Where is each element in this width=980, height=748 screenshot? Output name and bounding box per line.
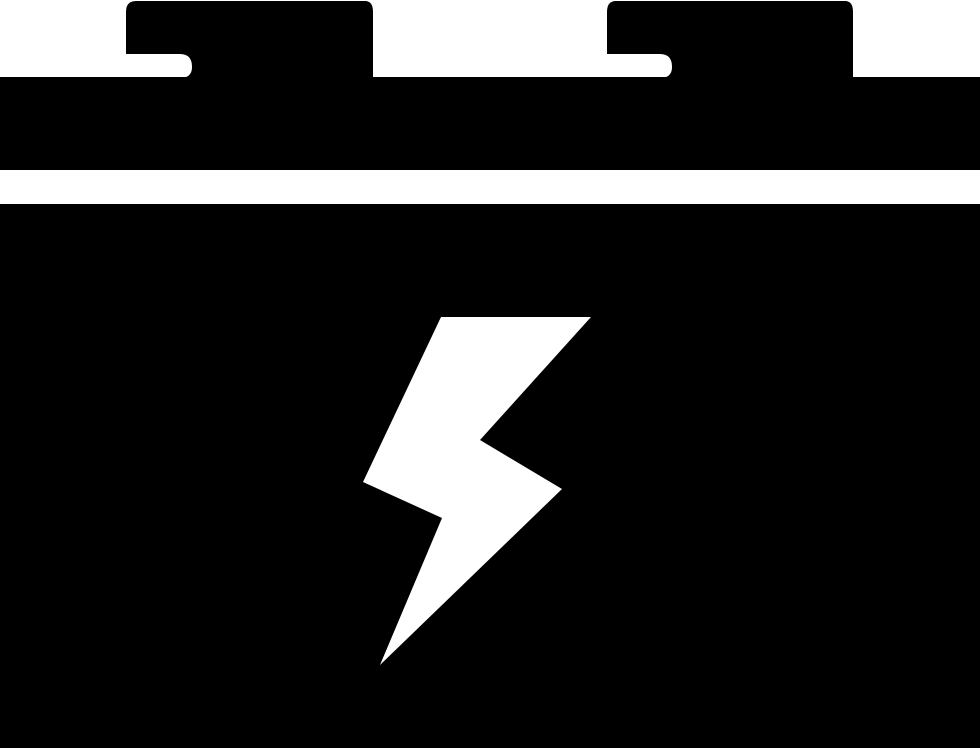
right-terminal [607,1,853,78]
battery-lid [0,77,980,170]
left-terminal [126,1,373,78]
lightning-bolt-icon [363,317,591,665]
